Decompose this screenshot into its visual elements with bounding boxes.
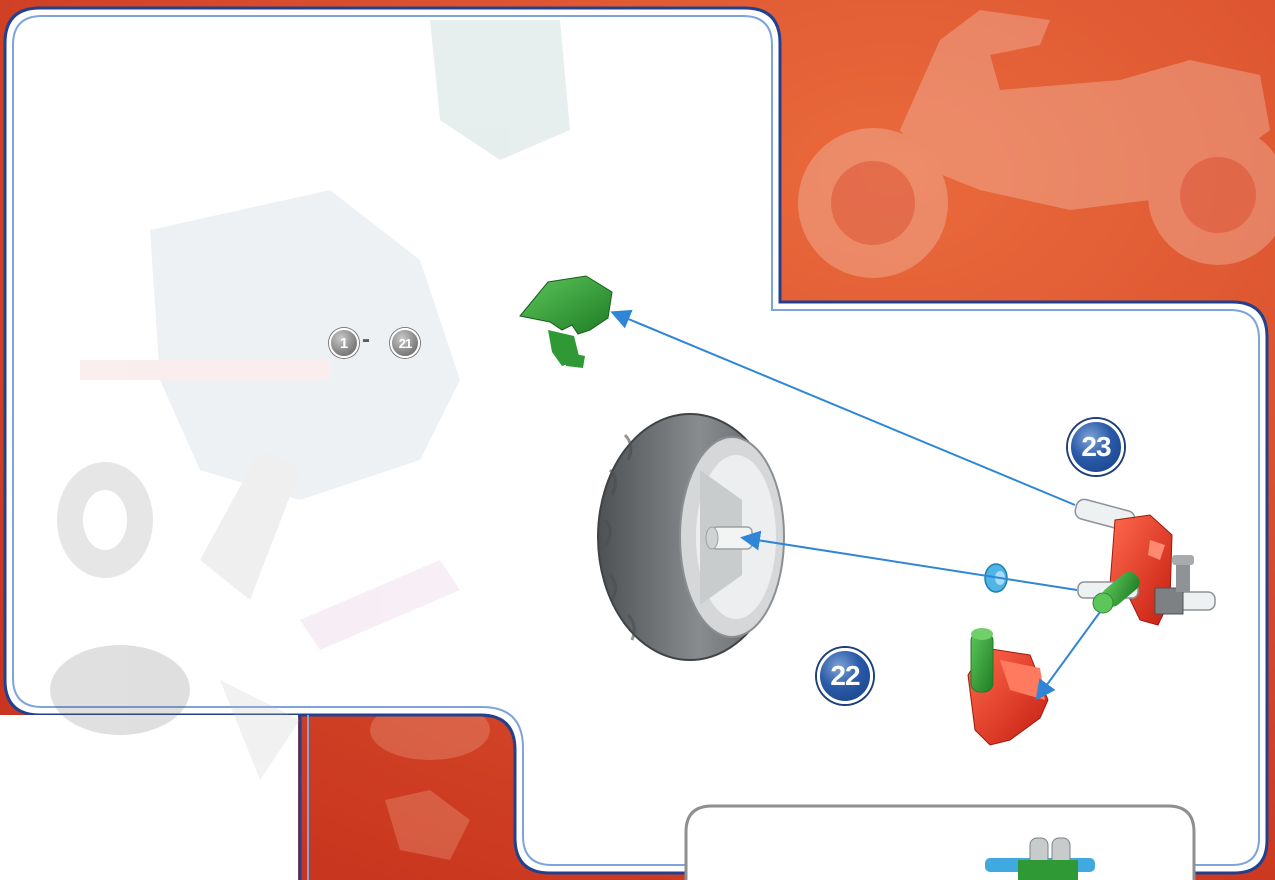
step-range-start-badge: 1 bbox=[329, 328, 359, 358]
inset-panel bbox=[686, 806, 1194, 880]
step-number-badge: 22 bbox=[817, 648, 873, 704]
tire-icon bbox=[598, 414, 784, 660]
step-range-separator: - bbox=[362, 326, 370, 354]
step-range-end-badge: 21 bbox=[390, 328, 420, 358]
step-number-badge: 23 bbox=[1068, 419, 1124, 475]
